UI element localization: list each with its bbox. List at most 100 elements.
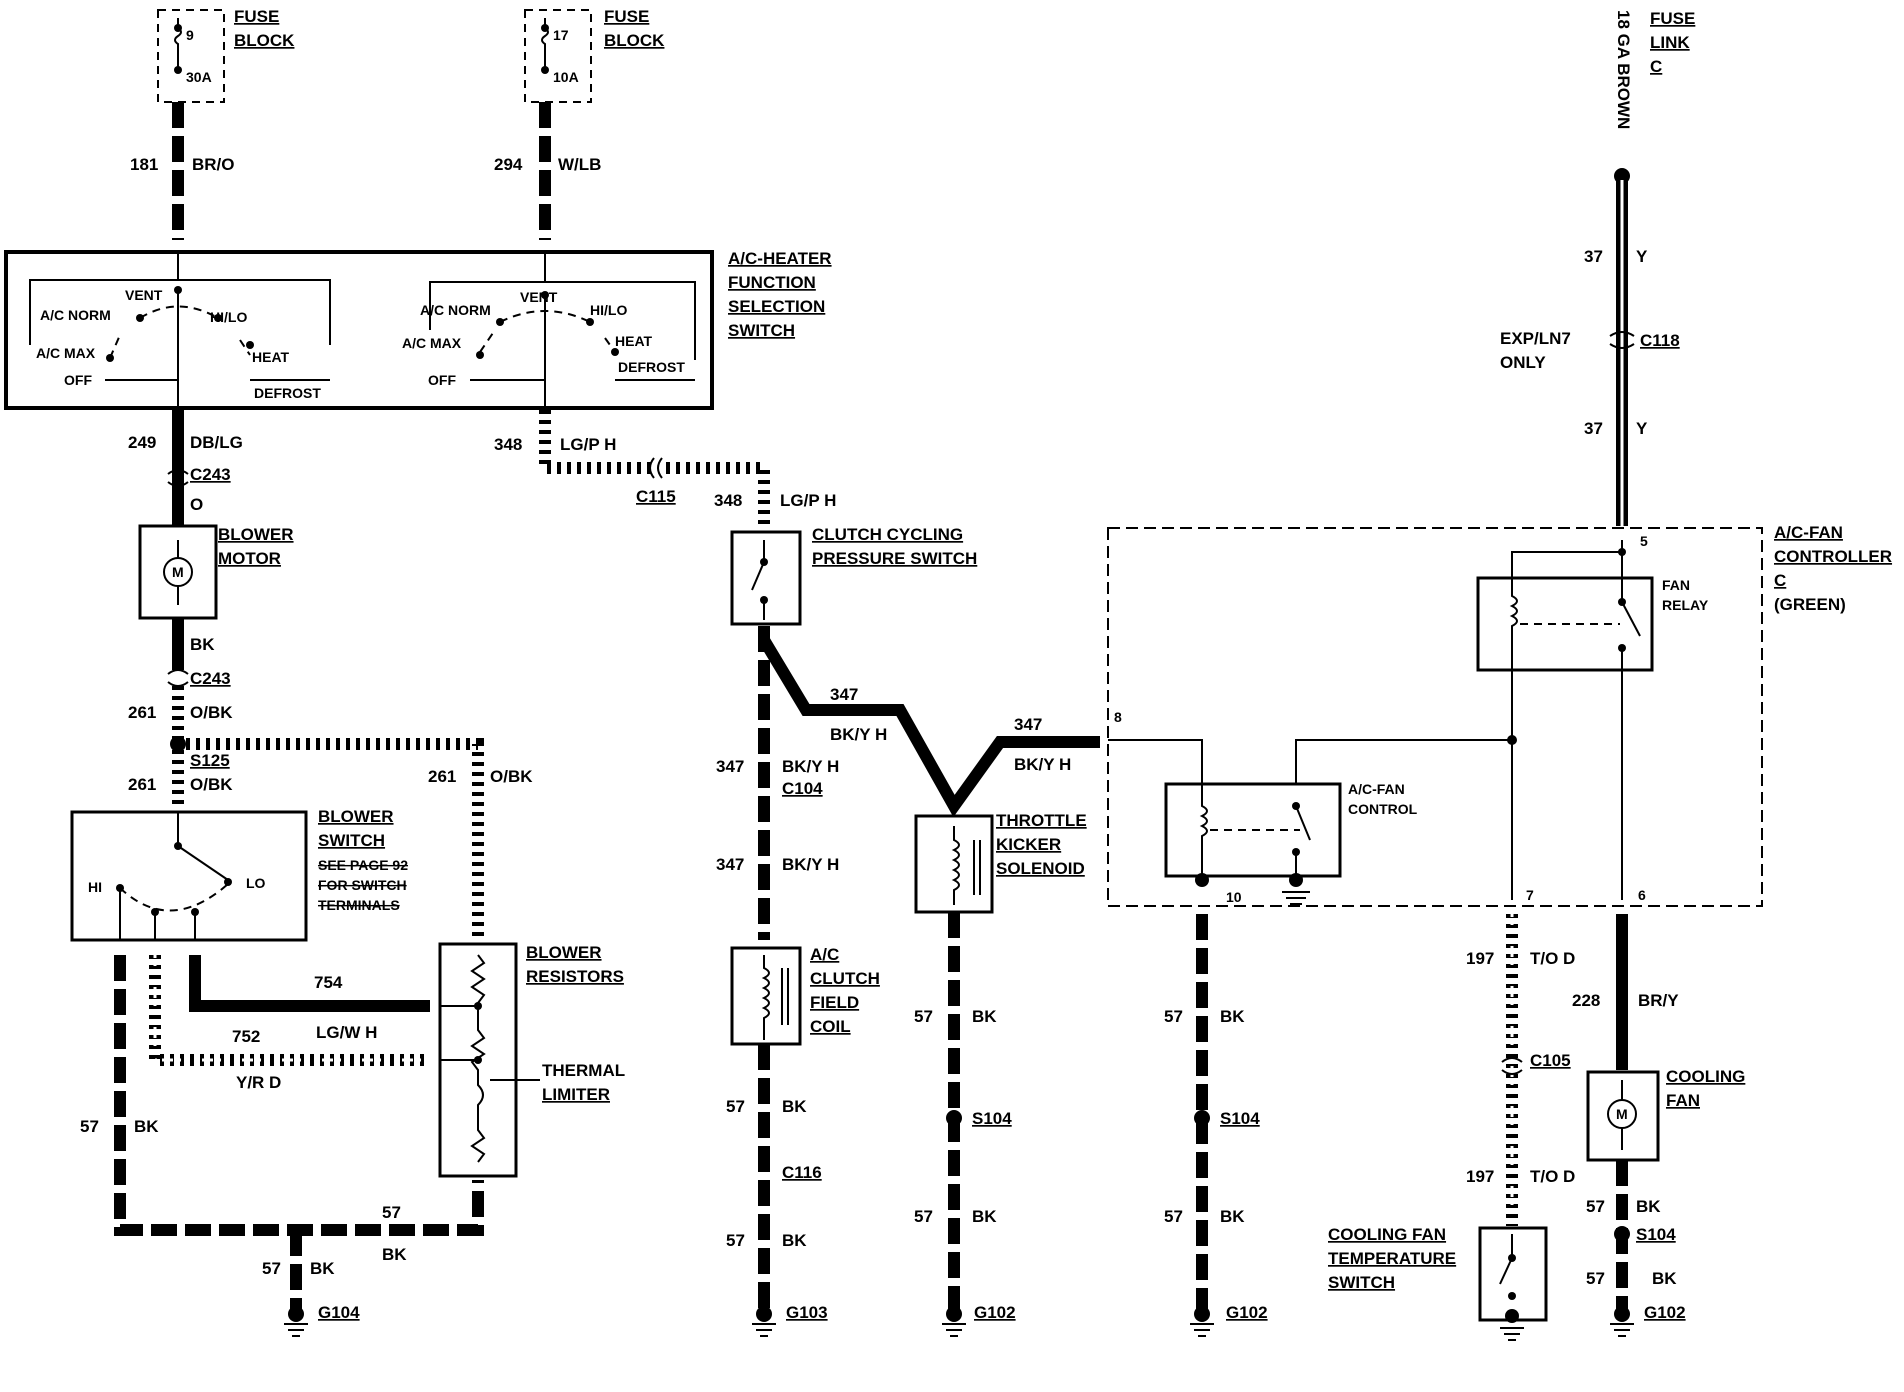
cooling-fan-temperature-switch: COOLING FAN TEMPERATURE SWITCH [1328, 1225, 1548, 1341]
throttle-kicker-label-1: THROTTLE [996, 811, 1087, 830]
wire-37-b-color: Y [1636, 419, 1648, 438]
wire-347-c-number: 347 [716, 757, 744, 776]
blower-resistors-label-1: BLOWER [526, 943, 602, 962]
fuse-2-amperage: 10A [553, 69, 579, 85]
connector-c243-a: C243 [190, 465, 231, 484]
blower-switch-lo: LO [246, 875, 266, 891]
fuse-link-gauge: 18 GA BROWN [1614, 10, 1633, 129]
blower-switch-label-2: SWITCH [318, 831, 385, 850]
fuse-1-label: FUSE [234, 7, 279, 26]
fuse-link-label-3: C [1650, 57, 1662, 76]
ac-clutch-field-coil: A/C CLUTCH FIELD COIL [730, 945, 880, 1046]
wire-347-d-number: 347 [716, 855, 744, 874]
cooling-fan-label-2: FAN [1666, 1091, 1700, 1110]
fuse-2-label-2: BLOCK [604, 31, 665, 50]
left-acmax: A/C MAX [36, 345, 96, 361]
wire-181-number: 181 [130, 155, 158, 174]
wire-57-f-color: BK [972, 1007, 997, 1026]
fuse-link-label-2: LINK [1650, 33, 1690, 52]
wire-249-number: 249 [128, 433, 156, 452]
switch-title-4: SWITCH [728, 321, 795, 340]
switch-title-1: A/C-HEATER [728, 249, 832, 268]
fan-control-label-1: A/C-FAN [1348, 781, 1405, 797]
blower-motor: M BLOWER MOTOR [138, 524, 294, 620]
fan-relay-label-1: FAN [1662, 577, 1690, 593]
left-defrost: DEFROST [254, 385, 321, 401]
temp-switch-label-2: TEMPERATURE [1328, 1249, 1456, 1268]
controller-label-1: A/C-FAN [1774, 523, 1843, 542]
fuse-link-label-1: FUSE [1650, 9, 1695, 28]
wire-57-j-color: BK [1636, 1197, 1661, 1216]
wire-261-c-number: 261 [428, 767, 456, 786]
temp-switch-label-3: SWITCH [1328, 1273, 1395, 1292]
connector-c116: C116 [782, 1163, 822, 1182]
temp-switch-label-1: COOLING FAN [1328, 1225, 1446, 1244]
wire-228-number: 228 [1572, 991, 1600, 1010]
wire-57-d-color: BK [782, 1097, 807, 1116]
wire-57-k-color: BK [1652, 1269, 1677, 1288]
controller-label-4: (GREEN) [1774, 595, 1846, 614]
wire-197-b-number: 197 [1466, 1167, 1494, 1186]
wire-57-h-number: 57 [1164, 1007, 1183, 1026]
fan-control-label-2: CONTROL [1348, 801, 1418, 817]
connector-c105: C105 [1530, 1051, 1571, 1070]
wire-752-color: LG/W H [316, 1023, 377, 1042]
wire-o: O [190, 495, 203, 514]
switch-title-2: FUNCTION [728, 273, 816, 292]
cooling-fan-label-1: COOLING [1666, 1067, 1745, 1086]
cooling-fan-m: M [1616, 1106, 1628, 1122]
fan-relay-label-2: RELAY [1662, 597, 1709, 613]
ac-fan-controller: A/C-FAN CONTROLLER C (GREEN) 5 6 7 8 10 … [1107, 523, 1892, 907]
throttle-kicker-solenoid: THROTTLE KICKER SOLENOID [914, 811, 1087, 914]
wire-197-b-color: T/O D [1530, 1167, 1575, 1186]
splice-s104-a: S104 [972, 1109, 1012, 1128]
wire-197-a-color: T/O D [1530, 949, 1575, 968]
wire-261-c-color: O/BK [490, 767, 533, 786]
wire-37-a-number: 37 [1584, 247, 1603, 266]
wire-37-a-color: Y [1636, 247, 1648, 266]
pin-5: 5 [1640, 533, 1648, 549]
pin-10: 10 [1226, 889, 1242, 905]
wire-347-a-color: BK/Y H [830, 725, 887, 744]
wire-57-b-number: 57 [382, 1203, 401, 1222]
fuse-block-1: 9 30A FUSE BLOCK [157, 7, 295, 103]
ground-g104: G104 [318, 1303, 360, 1322]
wire-348-b-number: 348 [714, 491, 742, 510]
wire-57-j-number: 57 [1586, 1197, 1605, 1216]
wire-57-f-number: 57 [914, 1007, 933, 1026]
splice-s104-b: S104 [1220, 1109, 1260, 1128]
right-hilo: HI/LO [590, 302, 627, 318]
right-heat: HEAT [615, 333, 653, 349]
right-acmax: A/C MAX [402, 335, 462, 351]
pin-8: 8 [1114, 709, 1122, 725]
blower-switch-note-2: FOR SWITCH [318, 877, 407, 893]
wire-57-c-color: BK [310, 1259, 335, 1278]
wire-261-a-number: 261 [128, 703, 156, 722]
right-defrost: DEFROST [618, 359, 685, 375]
ground-g103: G103 [786, 1303, 828, 1322]
right-off: OFF [428, 372, 456, 388]
wire-57-e-number: 57 [726, 1231, 745, 1250]
exp-note-2: ONLY [1500, 353, 1546, 372]
clutch-coil-label-2: CLUTCH [810, 969, 880, 988]
left-off: OFF [64, 372, 92, 388]
blower-switch-hi: HI [88, 879, 102, 895]
wire-57-i-number: 57 [1164, 1207, 1183, 1226]
pin-7: 7 [1526, 887, 1534, 903]
controller-label-3: C [1774, 571, 1786, 590]
cooling-fan: M COOLING FAN [1586, 1067, 1745, 1162]
wire-bk-1: BK [190, 635, 215, 654]
wire-57-a-color: BK [134, 1117, 159, 1136]
switch-title-3: SELECTION [728, 297, 825, 316]
wire-347-c-color: BK/Y H [782, 757, 839, 776]
wire-348-a-number: 348 [494, 435, 522, 454]
wire-57-i-color: BK [1220, 1207, 1245, 1226]
splice-s125: S125 [190, 751, 230, 770]
wire-228-color: BR/Y [1638, 991, 1679, 1010]
blower-switch-note-3: TERMINALS [318, 897, 400, 913]
blower-motor-label-1: BLOWER [218, 525, 294, 544]
throttle-kicker-label-3: SOLENOID [996, 859, 1085, 878]
blower-motor-m: M [172, 564, 184, 580]
blower-resistors-label-2: RESISTORS [526, 967, 624, 986]
